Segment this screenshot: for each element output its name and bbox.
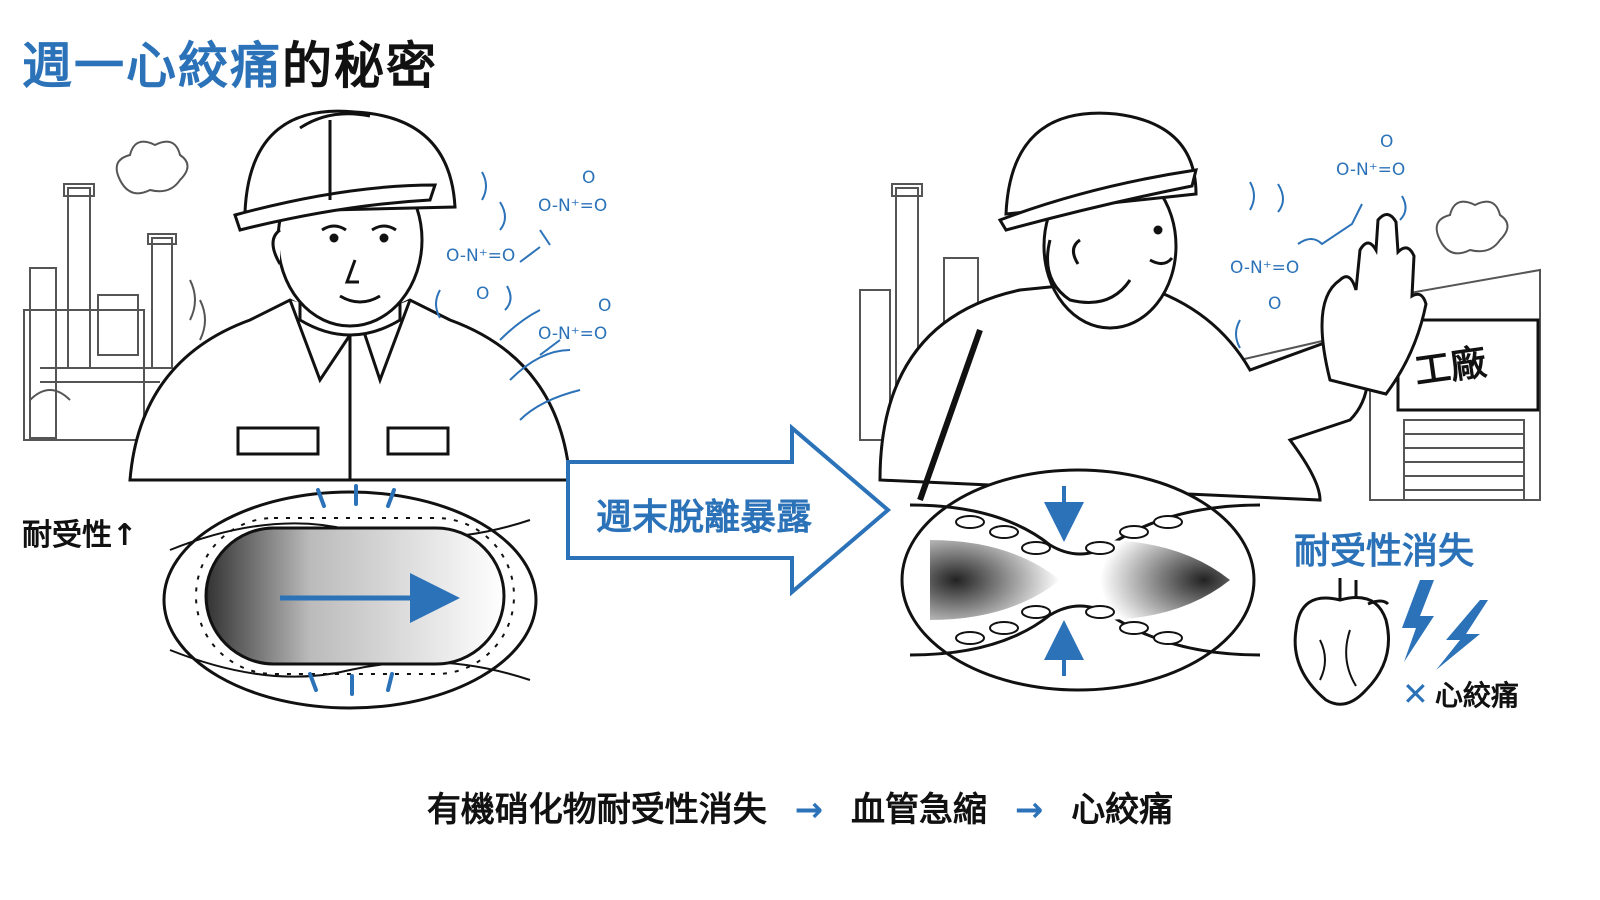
arrow-right-icon: →	[1014, 790, 1044, 830]
angina-label: ✕心絞痛	[1402, 674, 1519, 714]
heart-icon	[1293, 578, 1390, 706]
caption-step-3: 心絞痛	[1071, 790, 1174, 830]
chem-o-2: O	[476, 284, 490, 304]
factory-sign: 工廠	[1411, 342, 1490, 393]
chem-nitro-4: O-N⁺=O	[1336, 160, 1406, 180]
angina-text: 心絞痛	[1434, 679, 1519, 712]
chem-nitro-1: O-N⁺=O	[538, 196, 608, 216]
chem-o-5: O	[1268, 294, 1282, 314]
caption-step-1: 有機硝化物耐受性消失	[426, 790, 767, 830]
tolerance-lost-label: 耐受性消失	[1294, 531, 1475, 572]
cross-icon: ✕	[1402, 675, 1429, 713]
caption-step-2: 血管急縮	[851, 790, 987, 830]
title-rest: 的秘密	[282, 37, 438, 95]
transition-arrow	[566, 423, 892, 597]
left-vessel	[162, 484, 538, 710]
lightning-icon	[1402, 580, 1488, 670]
chem-o-1: O	[582, 168, 596, 188]
chem-o-4: O	[1380, 132, 1394, 152]
chem-o-3: O	[598, 296, 612, 316]
left-molecules	[435, 171, 581, 421]
right-worker	[878, 111, 1428, 502]
right-molecules	[1235, 181, 1407, 349]
title-highlight: 週一心絞痛	[22, 37, 282, 95]
chem-nitro-2: O-N⁺=O	[446, 246, 516, 266]
transition-label: 週末脫離暴露	[596, 497, 813, 538]
tolerance-up-label: 耐受性↑	[22, 518, 138, 553]
chem-nitro-5: O-N⁺=O	[1230, 258, 1300, 278]
caption: 有機硝化物耐受性消失 → 血管急縮 → 心絞痛	[0, 782, 1600, 831]
page-title: 週一心絞痛的秘密	[22, 26, 438, 98]
right-vessel	[900, 468, 1261, 692]
left-worker	[128, 109, 572, 482]
chem-nitro-3: O-N⁺=O	[538, 324, 608, 344]
arrow-right-icon: →	[794, 790, 824, 830]
left-factory	[23, 140, 206, 441]
